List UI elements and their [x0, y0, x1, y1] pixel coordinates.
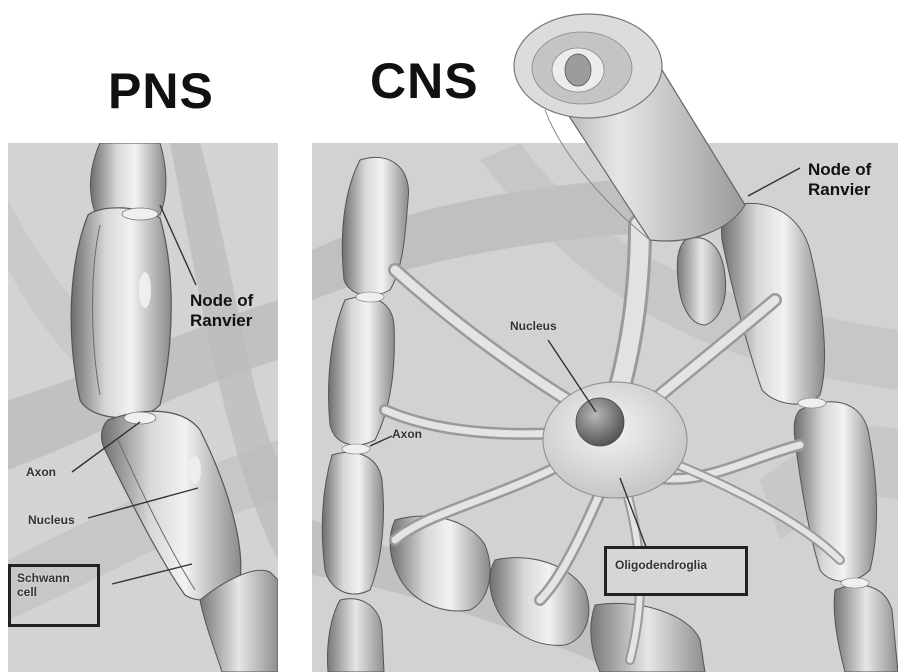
pns-axon-segment-top: [90, 143, 166, 215]
pns-axon-segment-middle: [71, 208, 171, 418]
pns-axon-label: Axon: [26, 466, 56, 480]
pns-node-of-ranvier-label: Node of Ranvier: [190, 291, 253, 330]
oligodendroglia-label: Oligodendroglia: [604, 546, 748, 596]
pns-node-of-ranvier: [122, 208, 158, 220]
pns-nucleus-label: Nucleus: [28, 514, 75, 528]
axon-core: [565, 54, 591, 86]
schwann-cell-label: Schwann cell: [8, 564, 100, 627]
pns-heading: PNS: [108, 66, 214, 116]
oligodendrocyte-nucleus: [576, 398, 624, 446]
cns-node-of-ranvier-label: Node of Ranvier: [808, 160, 871, 199]
cns-axon-label: Axon: [392, 428, 422, 442]
cns-heading: CNS: [370, 56, 479, 106]
cns-nucleus-label: Nucleus: [510, 320, 557, 334]
